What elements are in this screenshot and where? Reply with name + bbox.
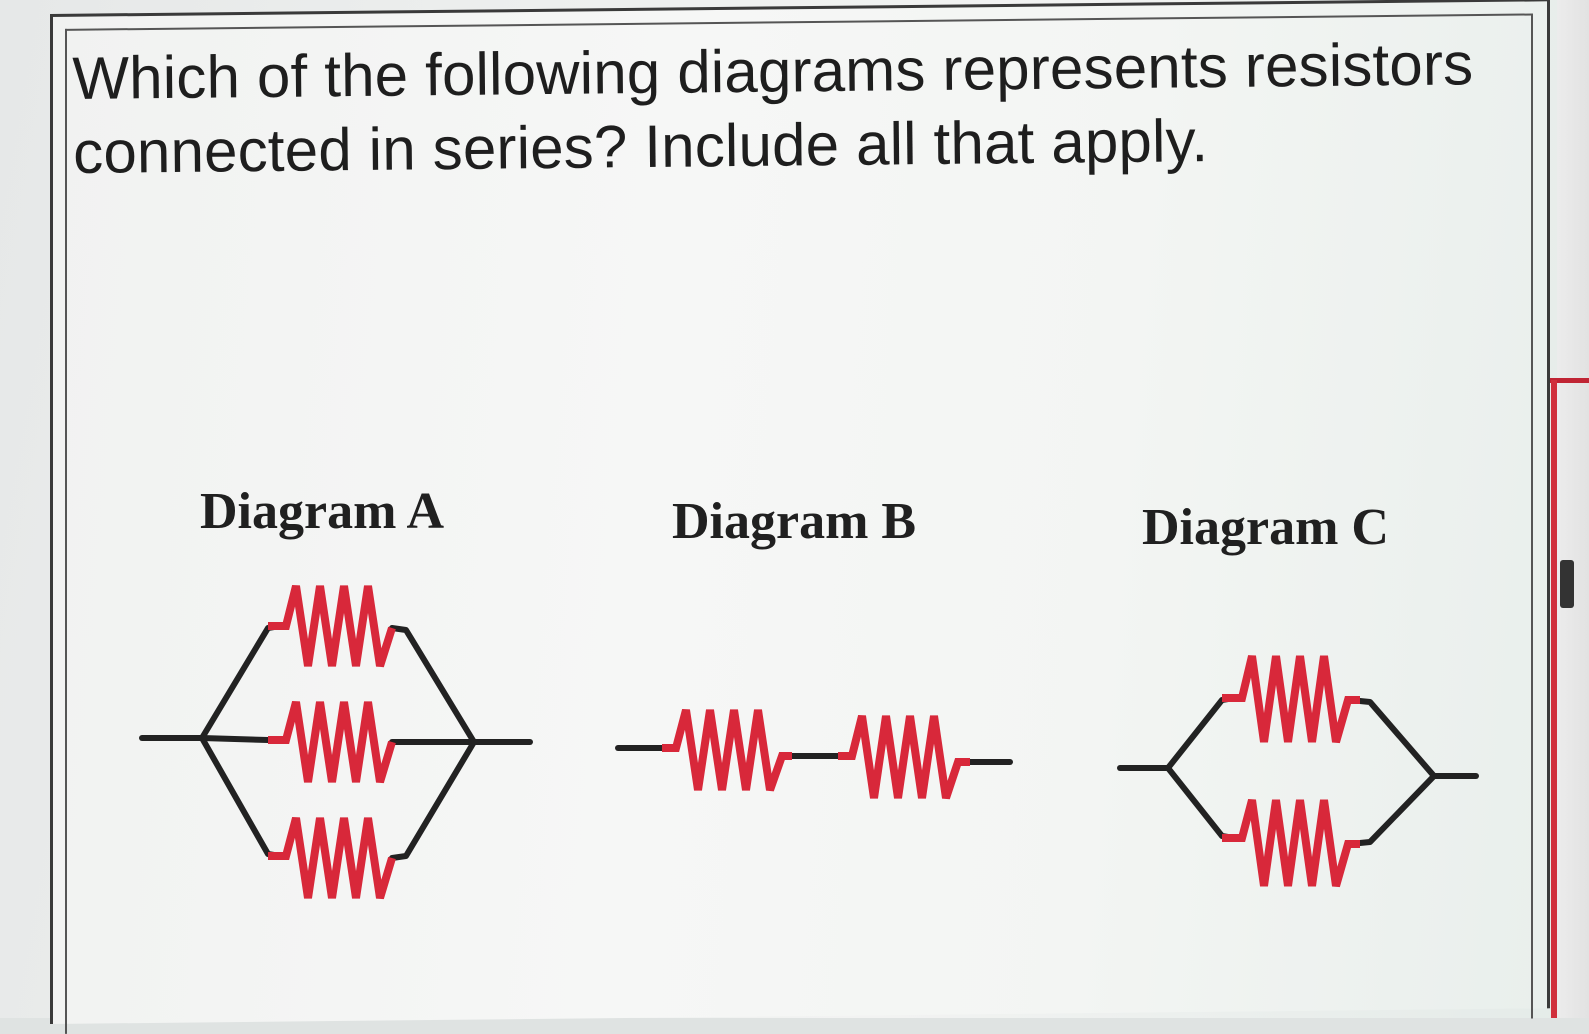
scrollbar-handle[interactable] xyxy=(1560,560,1574,608)
diagram-a-resistor-top xyxy=(268,585,396,668)
window-edge-stripe xyxy=(1551,380,1557,1018)
diagram-b-label: Diagram B xyxy=(672,493,917,550)
diagram-a-label: Diagram A xyxy=(200,483,445,540)
diagram-b-resistor-left xyxy=(662,708,792,792)
diagram-c-resistor-top xyxy=(1222,655,1360,744)
window-edge-accent xyxy=(1548,378,1589,383)
diagram-c-label: Diagram C xyxy=(1142,499,1389,556)
diagram-a-wire-top-right xyxy=(389,625,477,745)
question-text: Which of the following diagrams represen… xyxy=(72,30,1474,186)
diagram-c-wire-top-right xyxy=(1347,697,1437,779)
diagram-a-wire-bottom-left xyxy=(199,735,283,859)
diagram-a-resistor-middle xyxy=(268,700,396,784)
diagram-b-resistor-right xyxy=(838,715,970,800)
diagram-c-circuit xyxy=(1117,655,1479,888)
diagram-c-wire-bottom-left xyxy=(1165,765,1237,841)
diagram-c-wire-top-left xyxy=(1165,695,1237,771)
diagram-a-circuit xyxy=(139,585,533,900)
diagram-a-wire-bottom-right xyxy=(389,739,477,861)
diagram-c-wire-bottom-right xyxy=(1347,773,1437,847)
diagram-a-wire-top-left xyxy=(199,623,283,741)
diagram-a-wire-middle-left xyxy=(199,735,271,743)
diagram-a-resistor-bottom xyxy=(268,816,396,900)
diagram-b-circuit xyxy=(615,708,1013,800)
window-edge xyxy=(1557,0,1589,1018)
diagram-c-resistor-bottom xyxy=(1222,798,1360,888)
